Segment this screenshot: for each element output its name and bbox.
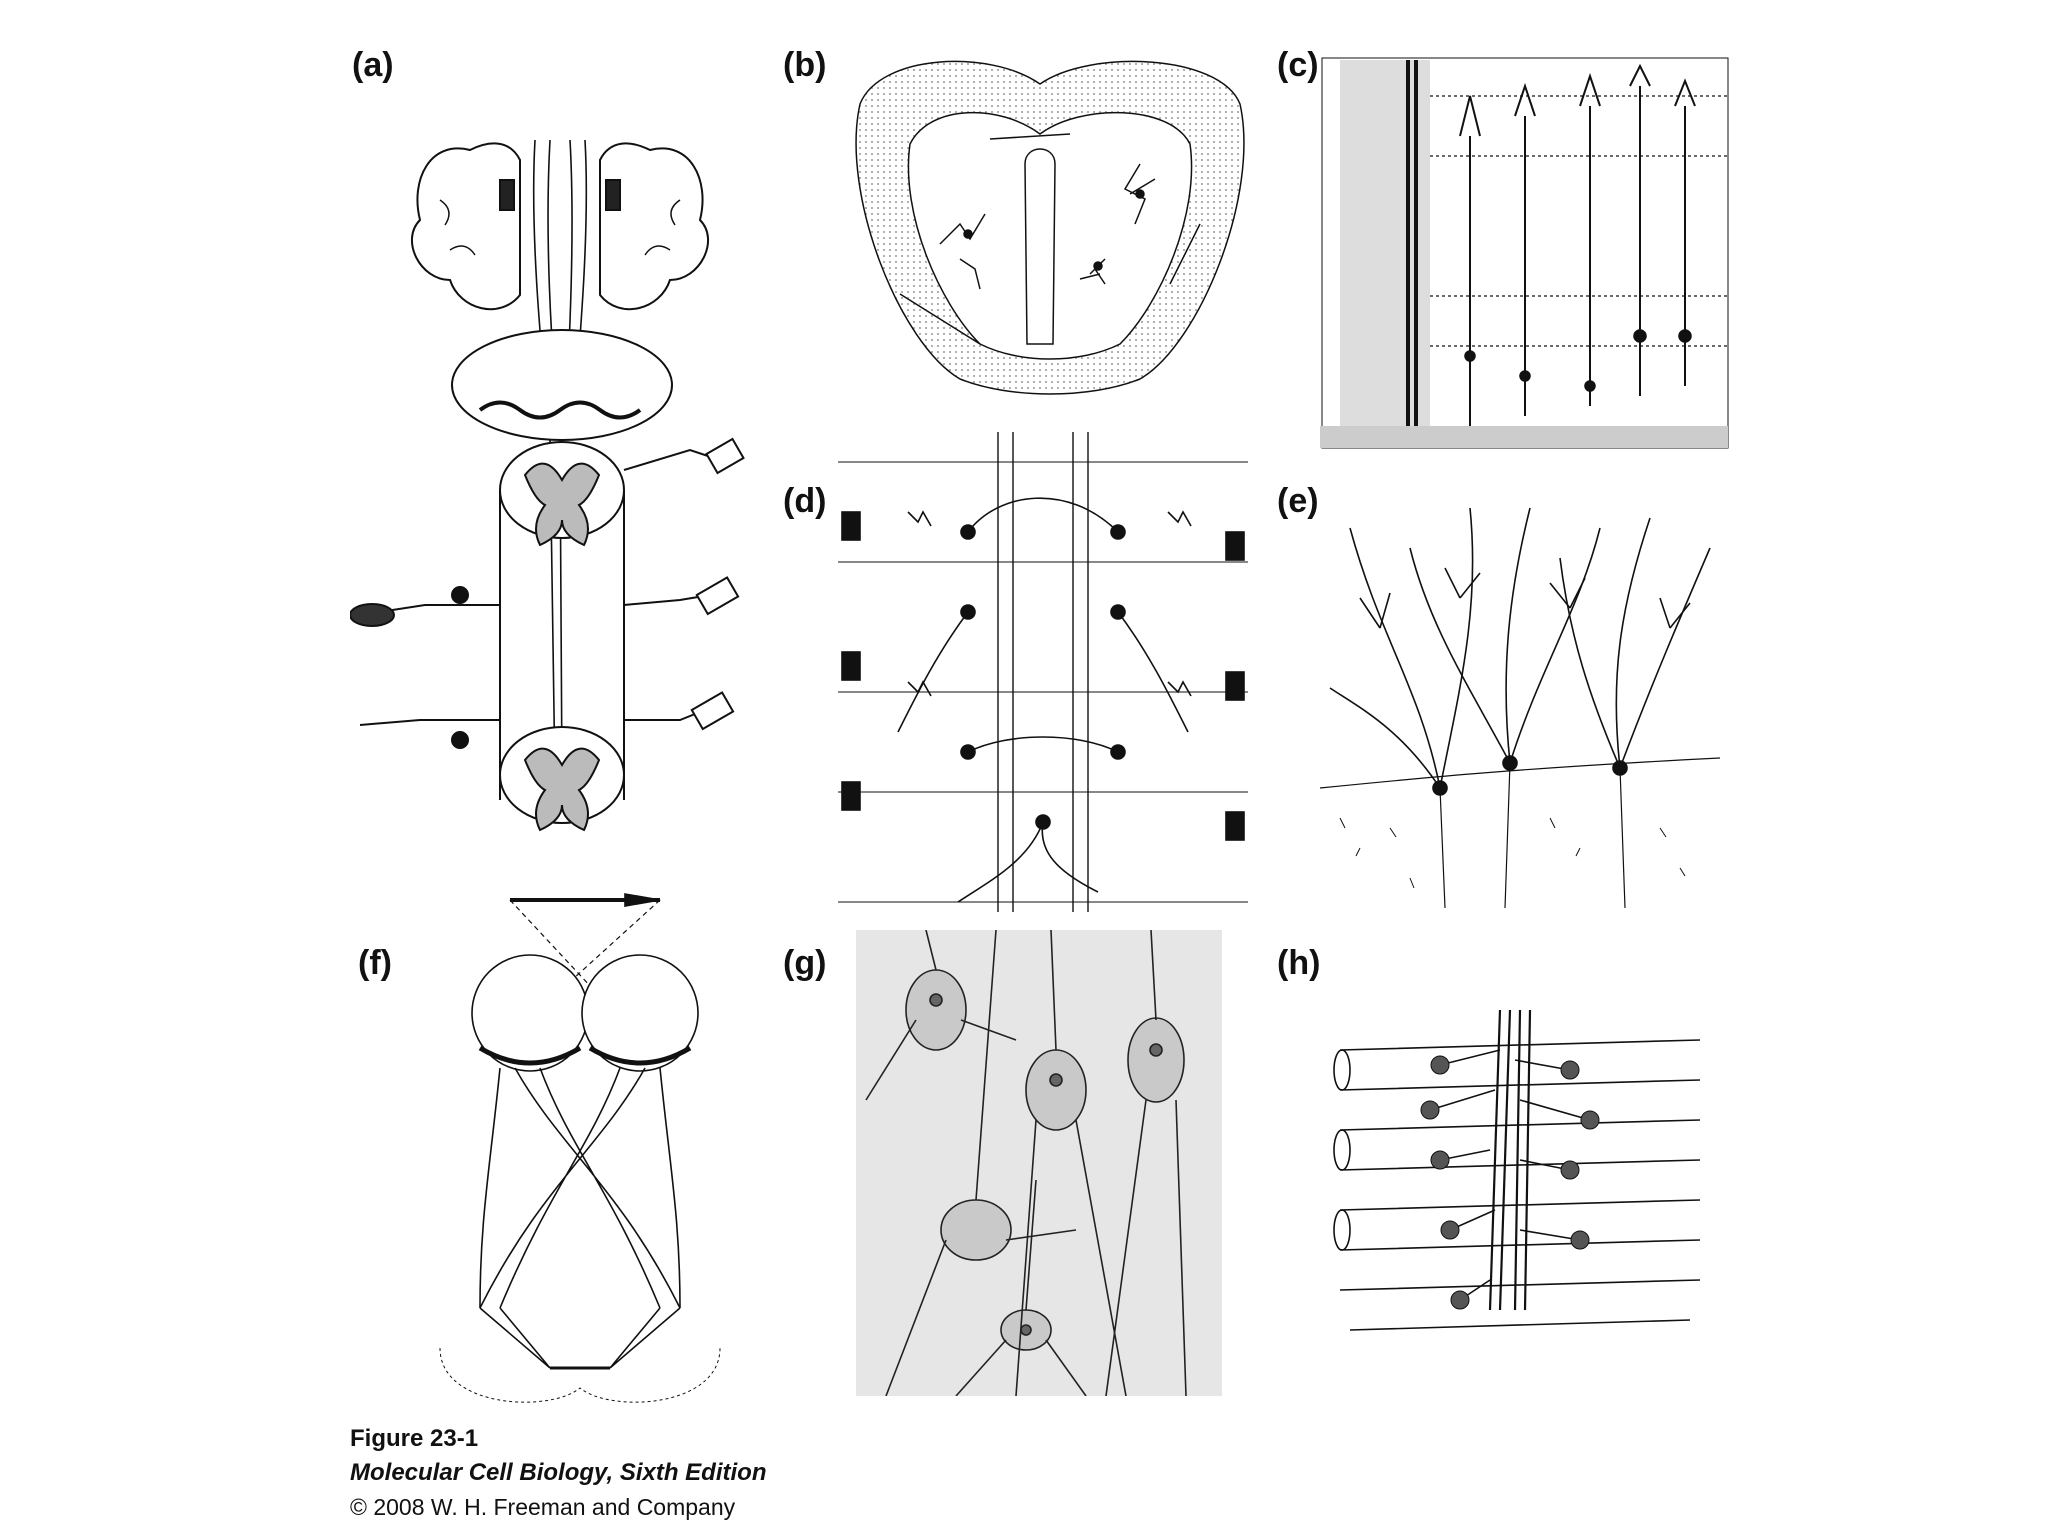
illustration-f-visual-pathway xyxy=(420,888,760,1418)
illustration-c-cortical-layers xyxy=(1320,56,1730,451)
illustration-e-dendritic-tree xyxy=(1320,488,1720,914)
copyright-line: © 2008 W. H. Freeman and Company xyxy=(350,1494,736,1520)
panel-label-c: (c) xyxy=(1277,46,1319,84)
panel-label-h: (h) xyxy=(1277,944,1321,982)
book-title: Molecular Cell Biology, Sixth Edition xyxy=(350,1459,767,1486)
illustration-a-sensory-motor-pathway xyxy=(350,80,770,840)
panel-label-f: (f) xyxy=(358,944,392,982)
panel-label-a: (a) xyxy=(352,46,394,84)
illustration-d-neural-network xyxy=(838,432,1248,912)
illustration-b-spinal-cross-section xyxy=(840,44,1260,404)
panel-label-g: (g) xyxy=(783,944,827,982)
illustration-h-neuromuscular-junctions xyxy=(1330,1010,1710,1340)
panel-label-e: (e) xyxy=(1277,482,1319,520)
panel-label-d: (d) xyxy=(783,482,827,520)
illustration-g-stained-neurons xyxy=(856,930,1222,1396)
figure-number: Figure 23-1 xyxy=(350,1425,479,1452)
figure-caption: Figure 23-1 Molecular Cell Biology, Sixt… xyxy=(350,1422,766,1524)
panel-label-b: (b) xyxy=(783,46,827,84)
